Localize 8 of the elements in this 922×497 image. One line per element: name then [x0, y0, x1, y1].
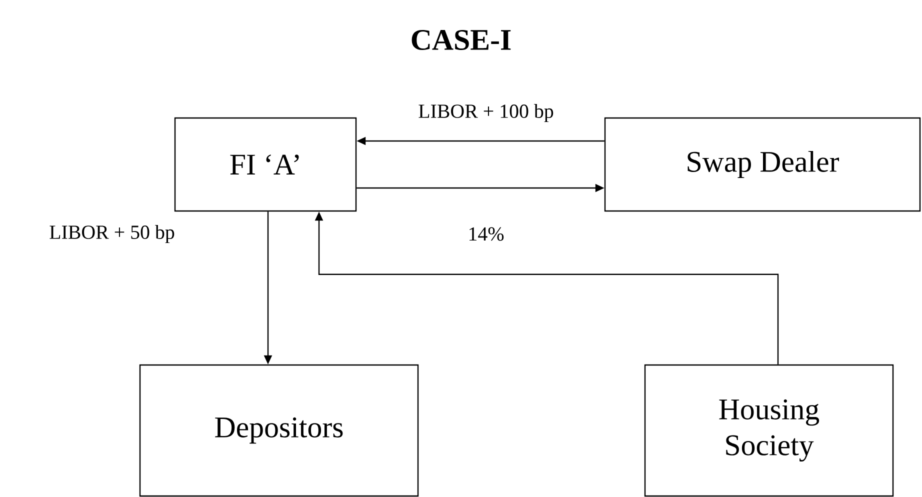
box: Depositors [139, 364, 419, 497]
edge-label: LIBOR + 50 bp [48, 224, 176, 244]
box: FI ‘A’ [174, 117, 357, 212]
edge-label: LIBOR + 100 bp [417, 102, 555, 124]
box: Housing Society [644, 364, 894, 497]
edge-label: 14% [466, 226, 506, 242]
title: CASE-I [412, 30, 511, 50]
box: Swap Dealer [604, 117, 921, 212]
